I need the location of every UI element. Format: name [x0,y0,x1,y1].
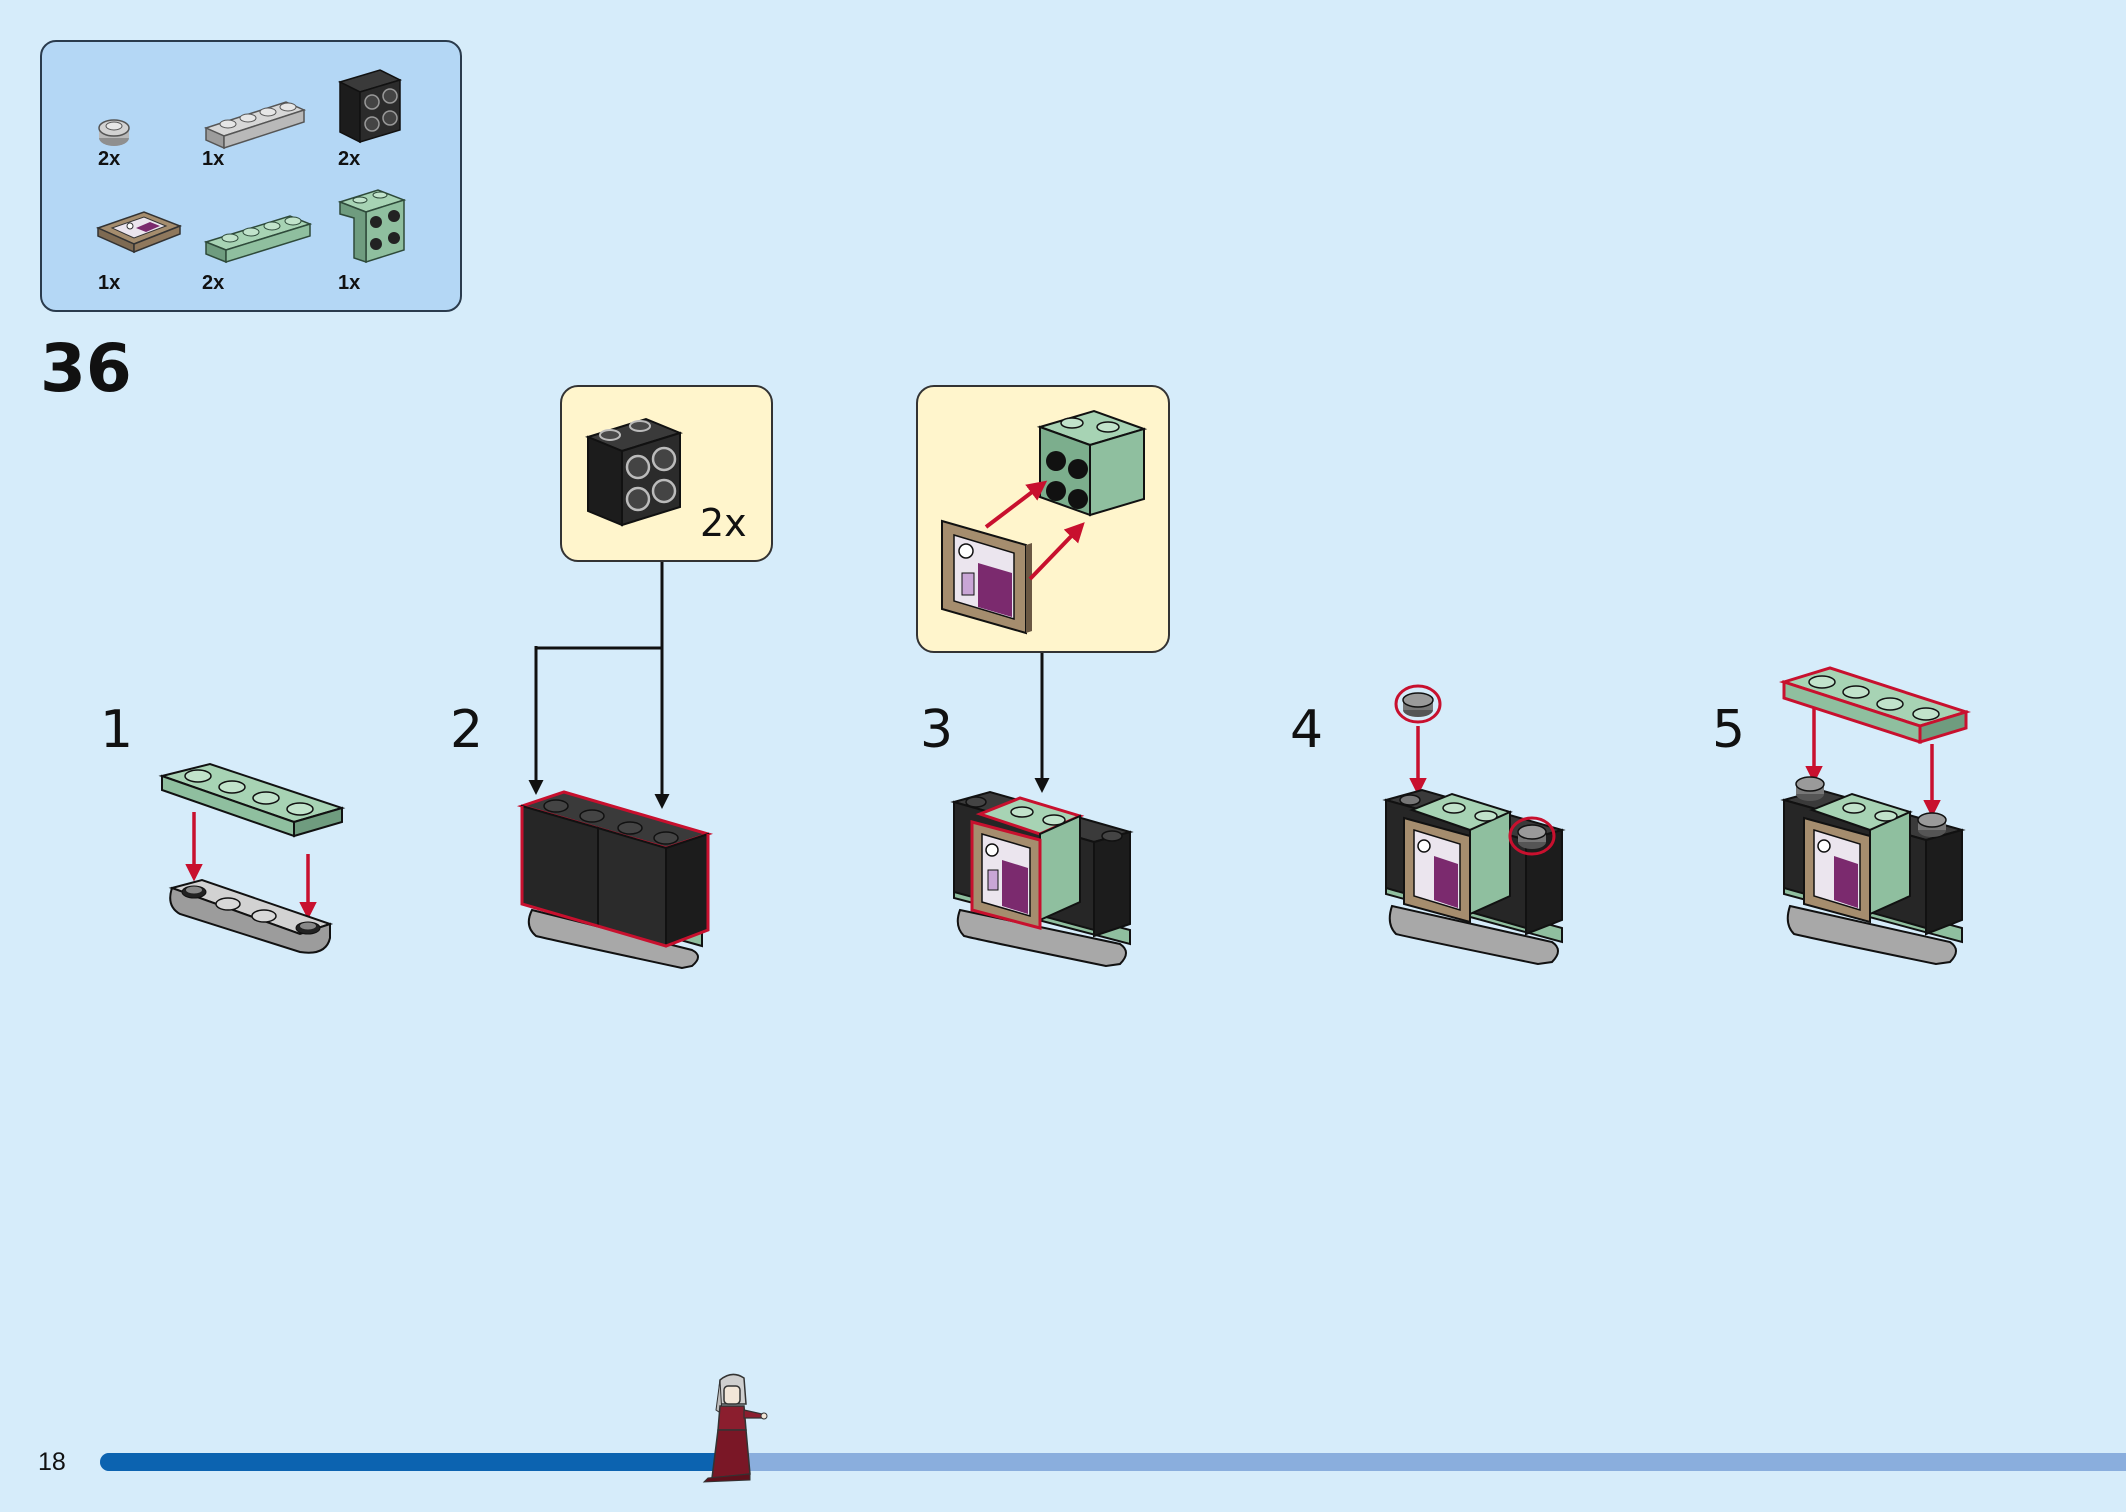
parts-list-box: 2x 1x 2x 1x 2x [40,40,462,312]
black-bracket-brick-icon [337,69,403,144]
substep-number: 3 [920,700,954,760]
sand-green-bracket-icon [337,189,407,264]
part-qty: 2x [98,148,121,170]
part-qty: 2x [338,148,361,170]
frame-bracket-diagram [941,409,1148,635]
callout-qty: 2x [700,501,747,545]
substep-1-model [158,762,346,954]
light-gray-plate-1x4-icon [203,101,307,150]
substep-3-model [950,790,1134,968]
page-number: 18 [38,1448,66,1476]
step-number: 36 [40,330,132,407]
part-qty: 2x [202,272,225,294]
part-qty: 1x [98,272,121,294]
part-qty: 1x [338,272,361,294]
callout-frame-assembly [916,385,1170,653]
minifigure-progress-icon [702,1373,768,1483]
progress-fill [100,1453,728,1471]
substep-4-model [1382,684,1566,966]
substep-number: 2 [450,700,484,760]
part-qty: 1x [202,148,225,170]
substep-number: 5 [1712,700,1746,760]
light-gray-round-plate-icon [98,119,130,146]
substep-2-model [516,790,714,970]
picture-frame-tile-icon [95,211,183,254]
black-bracket-brick-icon [585,417,683,527]
sand-green-plate-1x4-icon [203,215,313,264]
substep-number: 4 [1290,700,1324,760]
callout-bracket-bricks: 2x [560,385,773,562]
substep-5-model [1778,666,1972,966]
substep-number: 1 [100,700,134,760]
